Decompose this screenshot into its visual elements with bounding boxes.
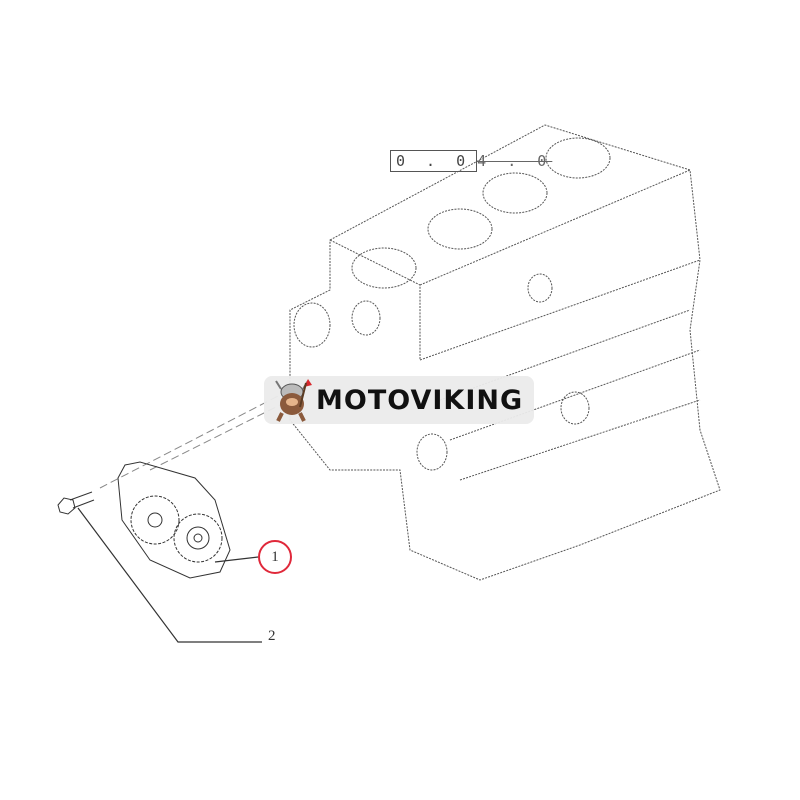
watermark-banner: MOTOVIKING — [264, 376, 534, 424]
viking-mascot-icon — [275, 379, 312, 422]
callout-number: 1 — [271, 548, 279, 565]
leader-lines — [77, 507, 262, 643]
reference-code-boxed: 0 . 0 — [390, 150, 478, 172]
engine-block — [289, 124, 721, 581]
callout-1-oil-pump: 1 — [258, 540, 292, 574]
reference-code-tail: 4 . 0 — [477, 152, 553, 170]
assembly-guides — [99, 394, 281, 489]
section-reference-code: 0 . 0 4 . 0 — [390, 150, 552, 172]
callout-2-bolt: 2 — [268, 628, 276, 645]
oil-pump — [117, 461, 231, 579]
bolt — [57, 491, 95, 515]
brand-name: MOTOVIKING — [316, 384, 524, 416]
callout-number: 2 — [268, 628, 276, 644]
